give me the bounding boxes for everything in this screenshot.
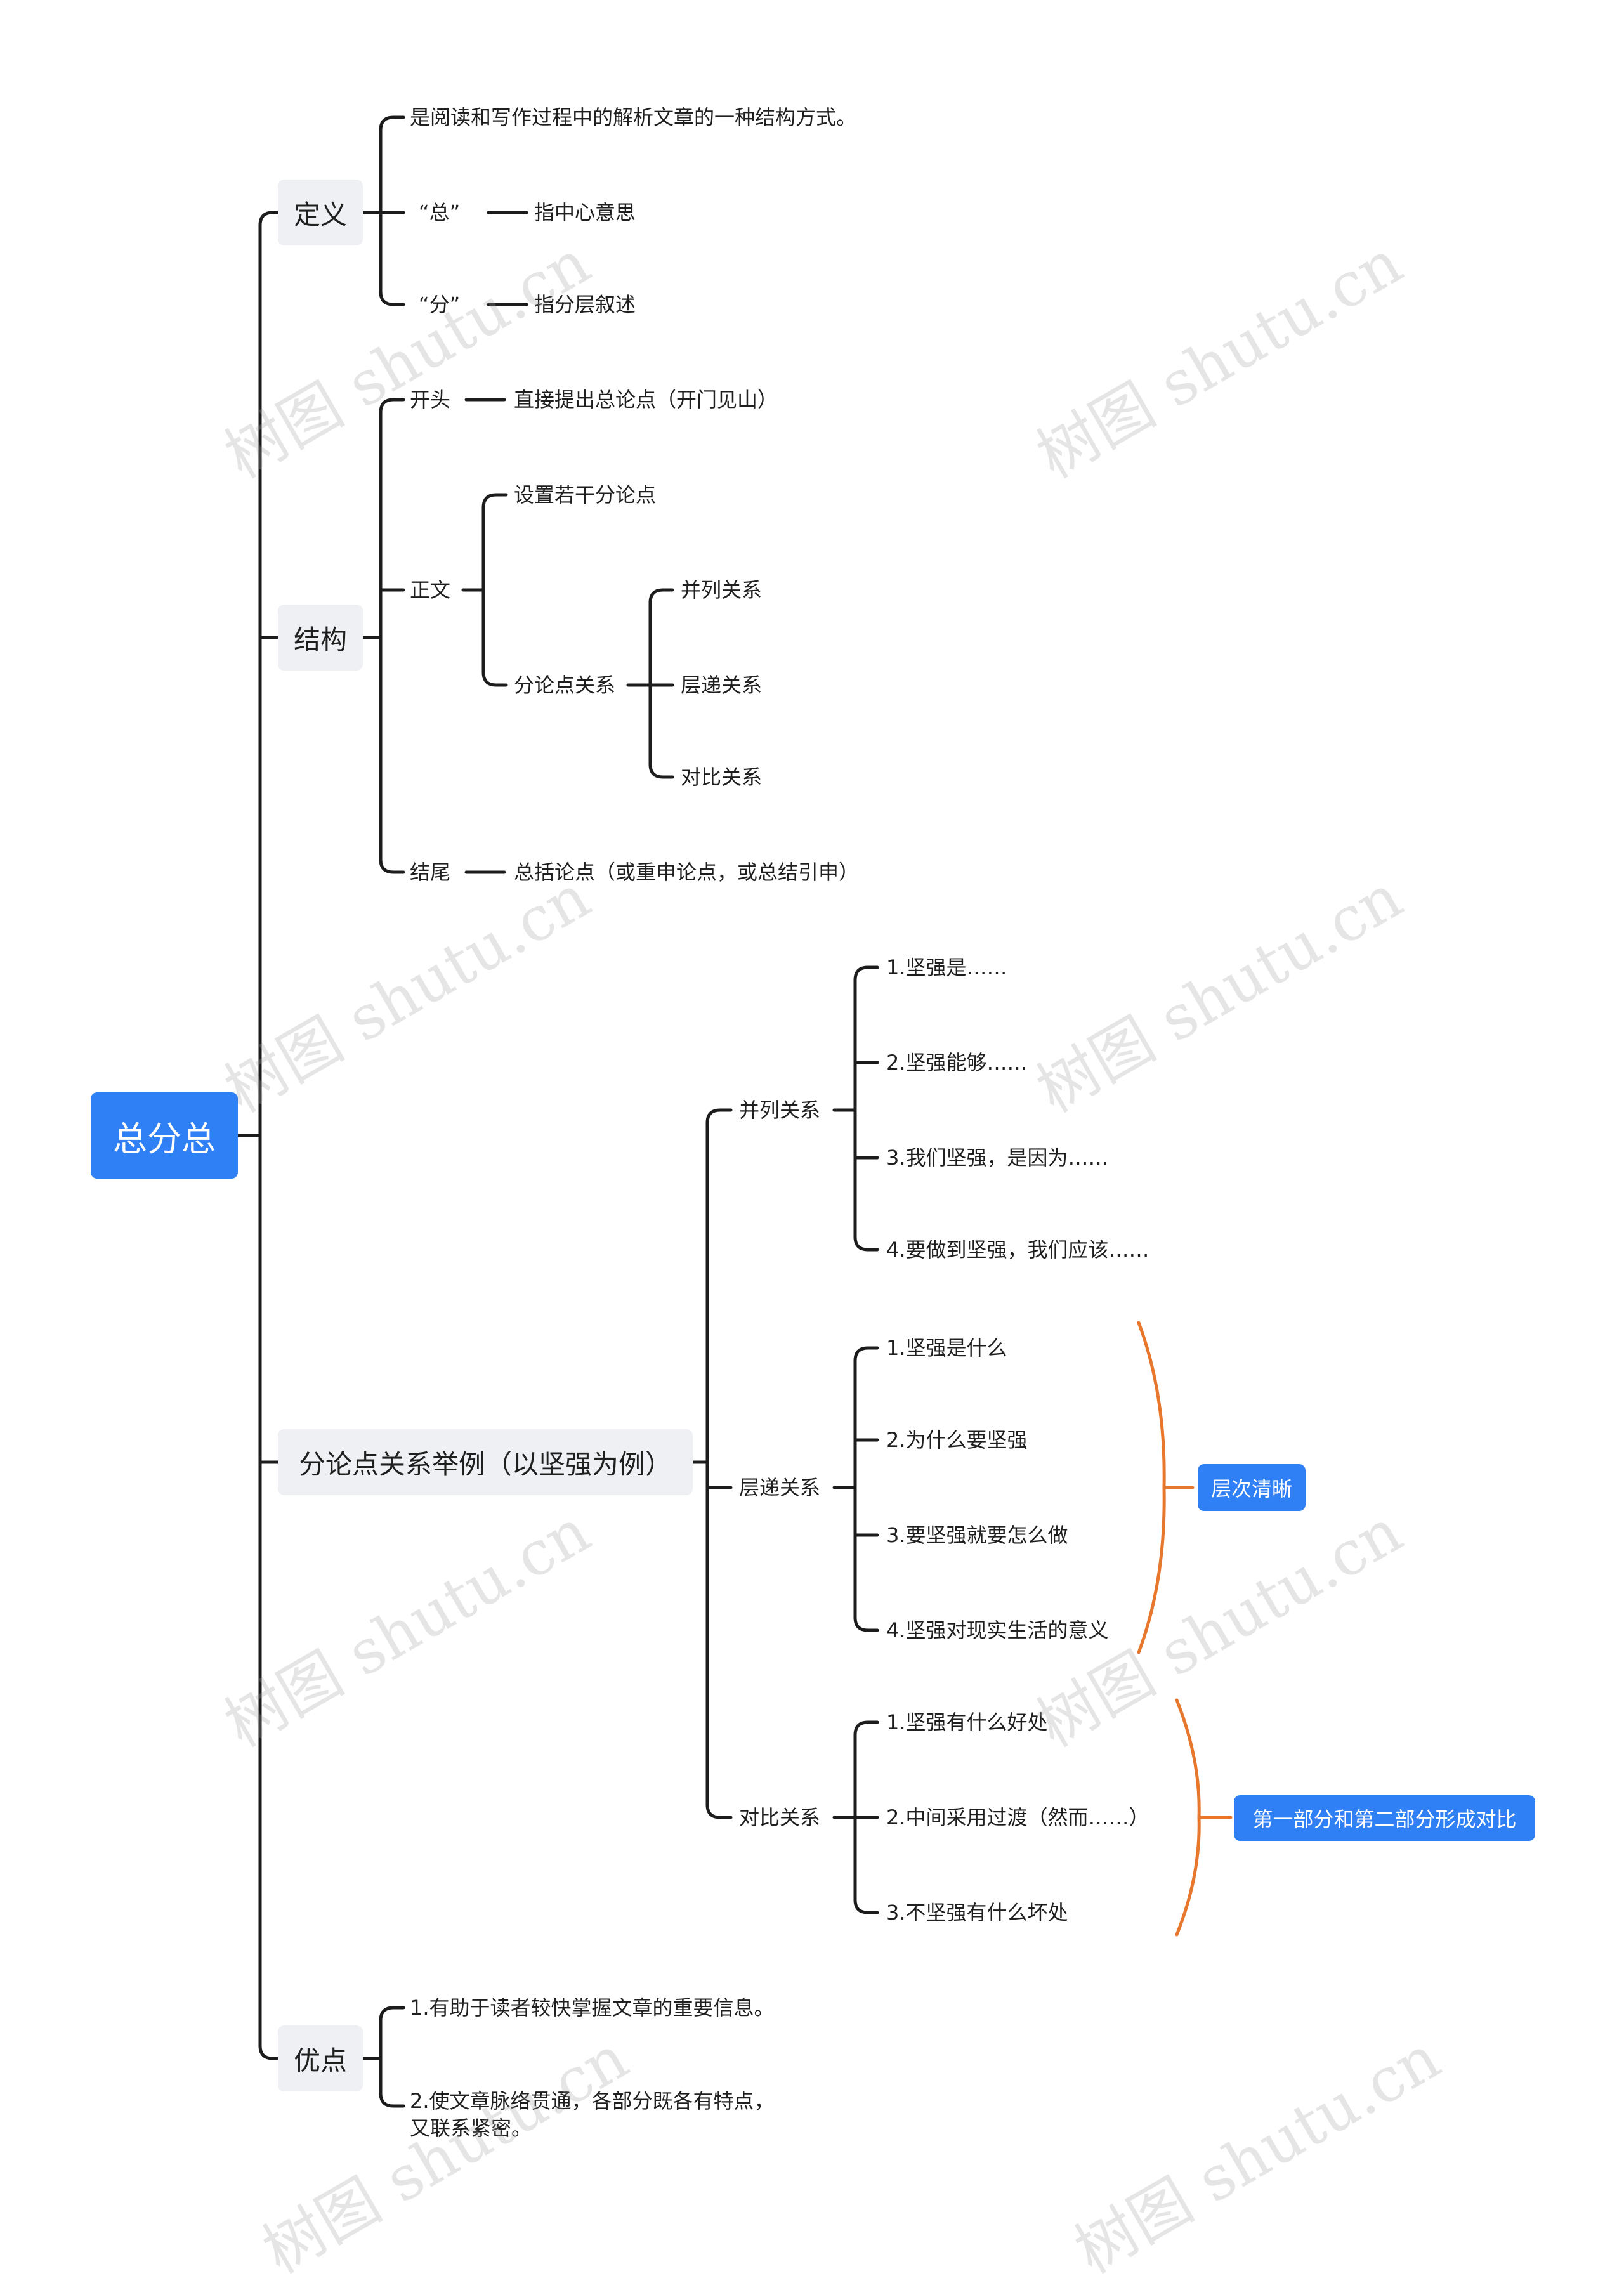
connector-lines bbox=[236, 115, 1233, 2108]
progressive-summary-brace bbox=[1137, 1321, 1195, 1654]
examples-bracket bbox=[691, 1108, 733, 1819]
structure-opening-desc: 直接提出总论点（开门见山） bbox=[514, 388, 778, 412]
branch-examples[interactable]: 分论点关系举例（以坚强为例） bbox=[278, 1429, 693, 1495]
structure-opening: 开头 bbox=[410, 388, 451, 412]
structure-sub-lines bbox=[464, 398, 506, 874]
contrast-bracket bbox=[832, 1720, 879, 1914]
advantage-item-2-line-2: 又联系紧密。 bbox=[410, 2116, 532, 2140]
root-spine bbox=[236, 211, 280, 2060]
contrast-summary-brace bbox=[1175, 1698, 1233, 1937]
definition-zong-desc: 指中心意思 bbox=[534, 200, 636, 225]
definition-fen-desc: 指分层叙述 bbox=[534, 292, 636, 317]
parallel-item-3: 3.我们坚强，是因为…… bbox=[886, 1146, 1109, 1170]
definition-sub-lines bbox=[487, 211, 528, 306]
example-contrast: 对比关系 bbox=[739, 1805, 821, 1829]
relation-parallel: 并列关系 bbox=[681, 578, 763, 602]
parallel-item-4: 4.要做到坚强，我们应该…… bbox=[886, 1238, 1149, 1262]
structure-bracket bbox=[361, 398, 405, 874]
structure-ending-desc: 总括论点（或重申论点，或总结引申） bbox=[514, 860, 860, 884]
structure-ending: 结尾 bbox=[410, 860, 451, 884]
progressive-item-2: 2.为什么要坚强 bbox=[886, 1428, 1028, 1452]
progressive-item-1: 1.坚强是什么 bbox=[886, 1336, 1007, 1360]
relations-bracket bbox=[626, 588, 674, 779]
contrast-item-1: 1.坚强有什么好处 bbox=[886, 1710, 1048, 1734]
body-bracket bbox=[461, 493, 508, 687]
example-progressive: 层递关系 bbox=[739, 1475, 821, 1500]
parallel-item-1: 1.坚强是…… bbox=[886, 955, 1007, 979]
branch-structure[interactable]: 结构 bbox=[278, 605, 363, 671]
advantage-item-1: 1.有助于读者较快掌握文章的重要信息。 bbox=[410, 1996, 775, 2020]
contrast-item-3: 3.不坚强有什么坏处 bbox=[886, 1901, 1068, 1925]
structure-set-points: 设置若干分论点 bbox=[514, 483, 657, 507]
definition-zong: “总” bbox=[419, 200, 461, 225]
parallel-item-2: 2.坚强能够…… bbox=[886, 1050, 1028, 1075]
structure-body: 正文 bbox=[410, 578, 451, 602]
definition-bracket bbox=[361, 115, 405, 306]
branch-definition[interactable]: 定义 bbox=[278, 180, 363, 245]
example-parallel: 并列关系 bbox=[739, 1098, 821, 1122]
branch-advantages[interactable]: 优点 bbox=[278, 2025, 363, 2091]
mindmap-canvas: 总分总 定义 是阅读和写作过程中的解析文章的一种结构方式。 “总” 指中心意思 … bbox=[91, 105, 1535, 2287]
progressive-summary[interactable]: 层次清晰 bbox=[1198, 1464, 1306, 1511]
root-node[interactable]: 总分总 bbox=[91, 1092, 238, 1179]
progressive-bracket bbox=[832, 1346, 879, 1632]
definition-desc: 是阅读和写作过程中的解析文章的一种结构方式。 bbox=[410, 105, 857, 129]
advantages-bracket bbox=[361, 2006, 405, 2108]
relation-progressive: 层递关系 bbox=[681, 673, 763, 697]
structure-relations: 分论点关系 bbox=[514, 673, 616, 697]
advantage-item-2-line-1: 2.使文章脉络贯通，各部分既各有特点， bbox=[410, 2089, 775, 2113]
contrast-item-2: 2.中间采用过渡（然而……） bbox=[886, 1805, 1149, 1829]
definition-fen: “分” bbox=[419, 292, 461, 317]
parallel-bracket bbox=[832, 965, 879, 1252]
contrast-summary[interactable]: 第一部分和第二部分形成对比 bbox=[1234, 1795, 1535, 1841]
progressive-item-4: 4.坚强对现实生活的意义 bbox=[886, 1618, 1109, 1642]
progressive-item-3: 3.要坚强就要怎么做 bbox=[886, 1523, 1068, 1547]
relation-contrast: 对比关系 bbox=[681, 765, 763, 789]
